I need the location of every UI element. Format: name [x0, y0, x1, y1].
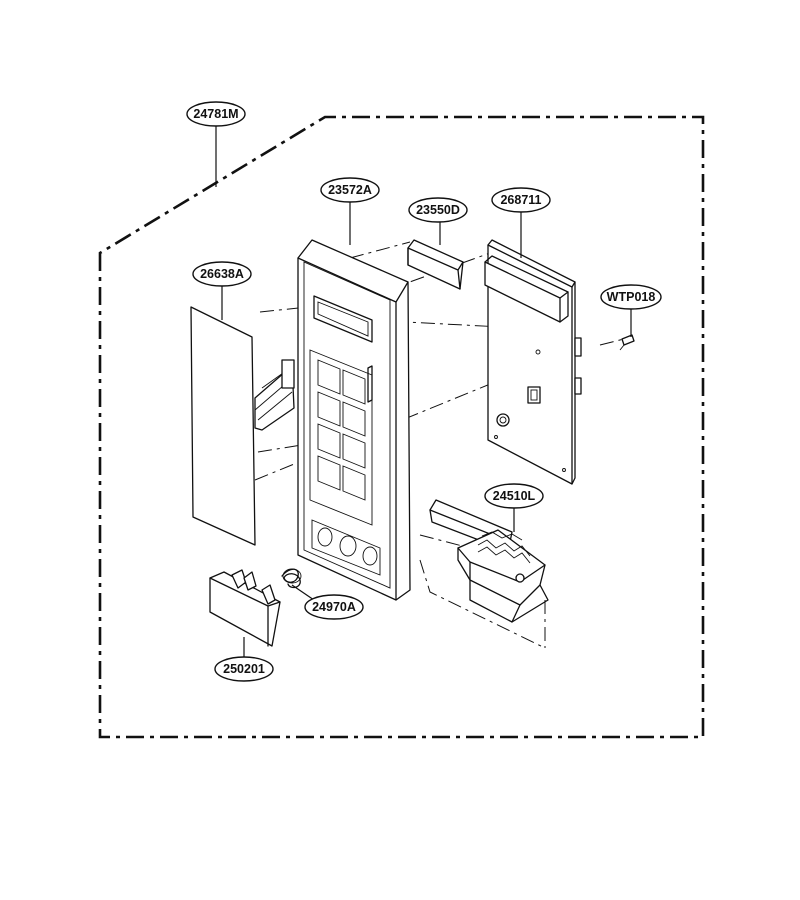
- screw: [619, 334, 635, 351]
- callout-door-lever-label: 24510L: [493, 489, 536, 503]
- display-window: [407, 239, 464, 290]
- control-frame: [297, 239, 411, 601]
- callout-leaders: [215, 125, 632, 657]
- callout-screw: WTP018: [600, 284, 662, 310]
- callout-assembly: 24781M: [186, 101, 246, 127]
- spring: [281, 568, 302, 589]
- callout-membrane-panel-label: 26638A: [200, 267, 244, 281]
- callout-spring: 24970A: [304, 594, 364, 620]
- push-button: [209, 569, 281, 647]
- callout-push-button-label: 250201: [223, 662, 265, 676]
- callout-pcb-label: 268711: [500, 193, 541, 207]
- callout-spring-label: 24970A: [312, 600, 356, 614]
- callout-pcb: 268711: [491, 187, 551, 213]
- callout-display-window: 23550D: [408, 197, 468, 223]
- callout-assembly-label: 24781M: [193, 107, 238, 121]
- callout-door-lever: 24510L: [484, 483, 544, 509]
- assembly-boundary: [98, 115, 705, 739]
- callout-display-window-label: 23550D: [416, 203, 460, 217]
- callout-push-button: 250201: [214, 656, 274, 682]
- door-lever: [429, 499, 549, 623]
- callout-membrane-panel: 26638A: [192, 261, 252, 287]
- keypad-grid: [317, 359, 366, 501]
- callout-control-frame-label: 23572A: [328, 183, 372, 197]
- callout-screw-label: WTP018: [607, 290, 656, 304]
- callout-control-frame: 23572A: [320, 177, 380, 203]
- membrane-panel: [190, 306, 295, 546]
- pcb-board: [484, 239, 582, 485]
